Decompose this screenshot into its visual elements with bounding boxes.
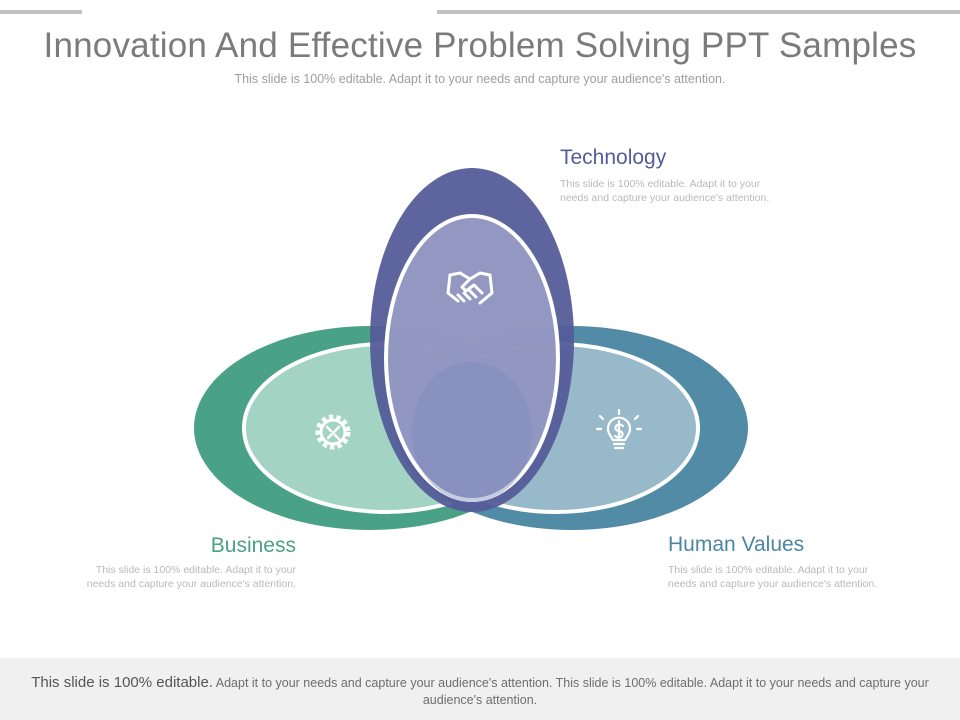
gear-icon (315, 414, 351, 450)
center-overlap (412, 362, 532, 502)
lightbulb-dollar-icon (595, 408, 643, 450)
top-decor-bar-right (437, 10, 960, 14)
business-title: Business (210, 534, 296, 557)
page-title: Innovation And Effective Problem Solving… (43, 26, 917, 65)
business-description: This slide is 100% editable. Adapt it to… (86, 564, 296, 590)
footer-text: This slide is 100% editable. Adapt it to… (16, 674, 944, 709)
page-subtitle: This slide is 100% editable. Adapt it to… (234, 72, 726, 86)
human-values-description: This slide is 100% editable. Adapt it to… (668, 564, 878, 590)
technology-ellipse[interactable] (370, 168, 574, 512)
technology-title: Technology (560, 146, 667, 169)
footer-banner: This slide is 100% editable. Adapt it to… (0, 658, 960, 720)
handshake-icon (446, 271, 494, 305)
footer-lead: This slide is 100% editable. (31, 674, 213, 691)
footer-rest: Adapt it to your needs and capture your … (212, 676, 929, 707)
top-decor-bar-left (0, 10, 82, 14)
human-values-title: Human Values (668, 533, 805, 556)
technology-description: This slide is 100% editable. Adapt it to… (560, 178, 770, 204)
